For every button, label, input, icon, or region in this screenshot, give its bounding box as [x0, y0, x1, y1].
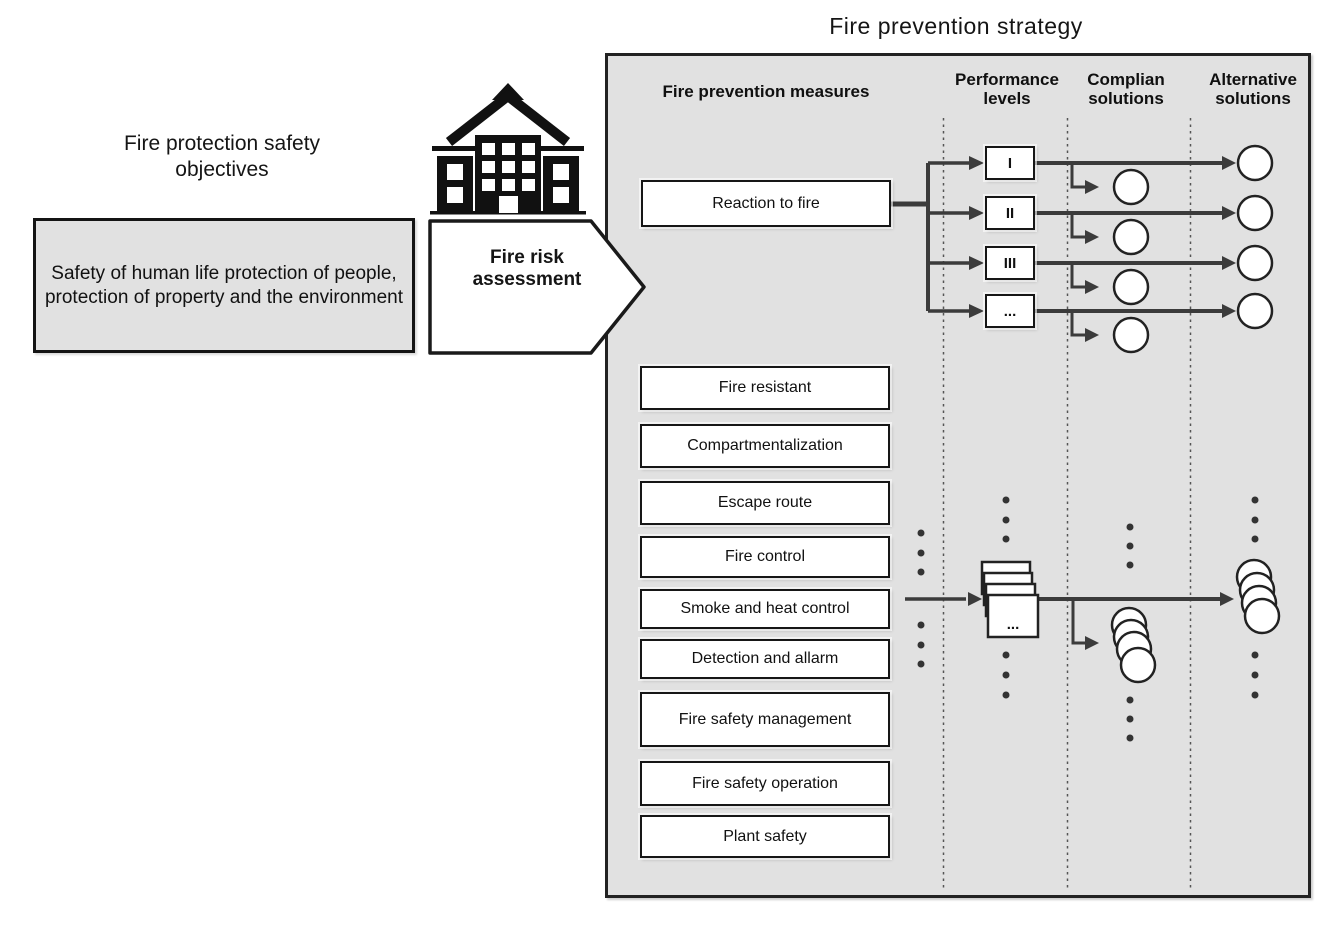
- column-header-compliant: Complian solutions: [1087, 70, 1165, 108]
- measure-box-fire-safety-management: Fire safety management: [640, 692, 890, 747]
- measure-label: Fire safety operation: [692, 774, 838, 792]
- measure-label: Reaction to fire: [712, 194, 820, 212]
- page-title: Fire prevention strategy: [829, 13, 1083, 39]
- measure-box-reaction-to-fire: Reaction to fire: [641, 180, 891, 227]
- column-header-measures: Fire prevention measures: [662, 82, 870, 101]
- level-box-3: III: [985, 246, 1035, 280]
- level-box-2: II: [985, 196, 1035, 230]
- measure-label: Escape route: [717, 494, 813, 511]
- level-label: ...: [1003, 302, 1017, 320]
- measure-box-fire-safety-operation: Fire safety operation: [640, 761, 890, 806]
- strategy-panel: [605, 53, 1311, 898]
- compliant-solution-circles: [1112, 168, 1150, 354]
- generic-flow-lines: [905, 597, 1220, 645]
- level-label: I: [1007, 154, 1013, 172]
- measure-label: Fire safety management: [678, 710, 852, 728]
- level-label: III: [1003, 254, 1017, 272]
- measure-label: Detection and allarm: [691, 650, 839, 667]
- alternative-solutions-stack: [1235, 558, 1281, 635]
- measure-box-fire-resistant: Fire resistant: [640, 366, 890, 410]
- measure-label: Smoke and heat control: [680, 600, 850, 617]
- measure-box-smoke-heat-control: Smoke and heat control: [640, 589, 890, 629]
- reaction-branch-lines: [891, 161, 1222, 337]
- measure-label: Fire resistant: [718, 379, 812, 396]
- measure-label: Plant safety: [723, 827, 807, 845]
- ellipsis-dots: [917, 496, 1259, 742]
- column-header-performance: Performance levels: [955, 70, 1059, 108]
- arrowheads-bottom: [968, 592, 1234, 650]
- compliant-solutions-stack: [1110, 606, 1157, 684]
- objectives-box: Safety of human life protection of peopl…: [33, 218, 415, 353]
- measure-box-escape-route: Escape route: [640, 481, 890, 525]
- alternative-solution-circles: [1236, 144, 1274, 330]
- column-header-alternative: Alternative solutions: [1209, 70, 1297, 108]
- performance-levels-stack: ...: [980, 560, 1040, 639]
- measure-box-fire-control: Fire control: [640, 536, 890, 578]
- level-box-1: I: [985, 146, 1035, 180]
- objectives-text: Safety of human life protection of peopl…: [44, 262, 404, 308]
- measure-box-compartmentalization: Compartmentalization: [640, 424, 890, 468]
- level-box-4: ...: [985, 294, 1035, 328]
- measure-box-plant-safety: Plant safety: [640, 815, 890, 858]
- building-icon: [430, 83, 586, 215]
- column-separators: [942, 118, 1192, 890]
- measure-box-detection-alarm: Detection and allarm: [640, 639, 890, 679]
- fire-risk-arrow-label: Fire risk assessment: [472, 247, 582, 290]
- level-label: II: [1005, 204, 1015, 222]
- measure-label: Fire control: [724, 548, 806, 565]
- arrowheads-top: [969, 156, 1236, 342]
- measure-label: Compartmentalization: [687, 437, 843, 454]
- stack-ellipsis-label: ...: [1007, 616, 1020, 633]
- objectives-heading: Fire protection safety objectives: [123, 132, 321, 181]
- fire-risk-arrow-shape: [428, 219, 646, 355]
